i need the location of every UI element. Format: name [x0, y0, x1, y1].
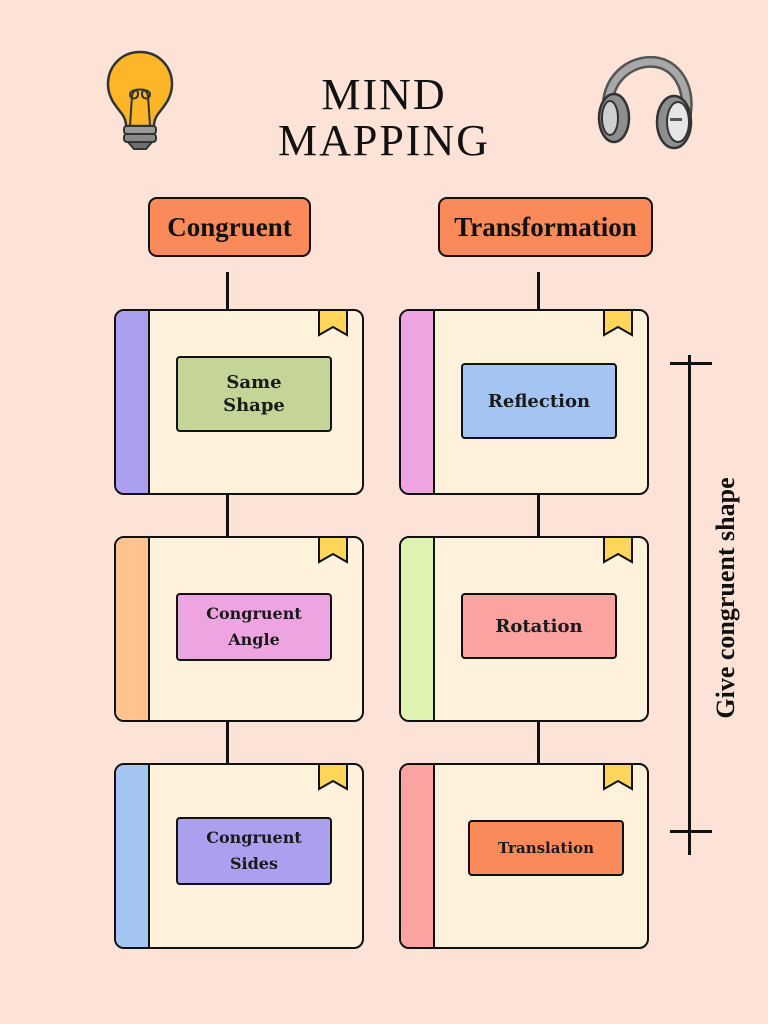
bracket-top-tick [670, 362, 712, 365]
label-line: Shape [223, 395, 285, 416]
note-card-congruent-angle: Congruent Angle [114, 536, 364, 722]
connector-line [226, 495, 229, 537]
title-line-1: MIND [321, 70, 447, 119]
card-spine [116, 765, 150, 947]
note-card-congruent-sides: Congruent Sides [114, 763, 364, 949]
label-line: Rotation [495, 615, 583, 637]
label-congruent-sides: Congruent Sides [176, 817, 332, 885]
bookmark-icon [318, 538, 348, 564]
note-card-same-shape: Same Shape [114, 309, 364, 495]
bookmark-icon [318, 311, 348, 337]
label-reflection: Reflection [461, 363, 617, 439]
bracket-bottom-tick [670, 830, 712, 833]
label-line: Same [226, 372, 282, 393]
label-translation: Translation [468, 820, 624, 876]
card-spine [401, 311, 435, 493]
connector-line [226, 722, 229, 764]
transformation-header: Transformation [438, 197, 653, 257]
side-note: Give congruent shape [711, 477, 740, 719]
header-label: Congruent [167, 211, 292, 242]
card-spine [401, 538, 435, 720]
bookmark-icon [603, 538, 633, 564]
label-line: Congruent [206, 604, 302, 623]
connector-line [537, 722, 540, 764]
label-line: Translation [498, 839, 594, 857]
bracket-line [688, 355, 691, 855]
page-title: MIND MAPPING [184, 72, 584, 164]
note-card-reflection: Reflection [399, 309, 649, 495]
congruent-header: Congruent [148, 197, 311, 257]
connector-line [537, 272, 540, 310]
note-card-rotation: Rotation [399, 536, 649, 722]
headphones-icon [597, 56, 693, 150]
bookmark-icon [603, 765, 633, 791]
label-congruent-angle: Congruent Angle [176, 593, 332, 661]
header-label: Transformation [454, 211, 637, 242]
lightbulb-icon [106, 50, 174, 150]
label-same-shape: Same Shape [176, 356, 332, 432]
label-line: Reflection [487, 390, 591, 412]
bookmark-icon [318, 765, 348, 791]
label-rotation: Rotation [461, 593, 617, 659]
note-card-translation: Translation [399, 763, 649, 949]
card-spine [116, 538, 150, 720]
connector-line [537, 495, 540, 537]
label-line: Congruent [206, 828, 302, 847]
connector-line [226, 272, 229, 310]
bookmark-icon [603, 311, 633, 337]
title-line-2: MAPPING [277, 116, 491, 165]
card-spine [116, 311, 150, 493]
label-line: Angle [228, 630, 280, 649]
label-line: Sides [229, 854, 278, 873]
card-spine [401, 765, 435, 947]
